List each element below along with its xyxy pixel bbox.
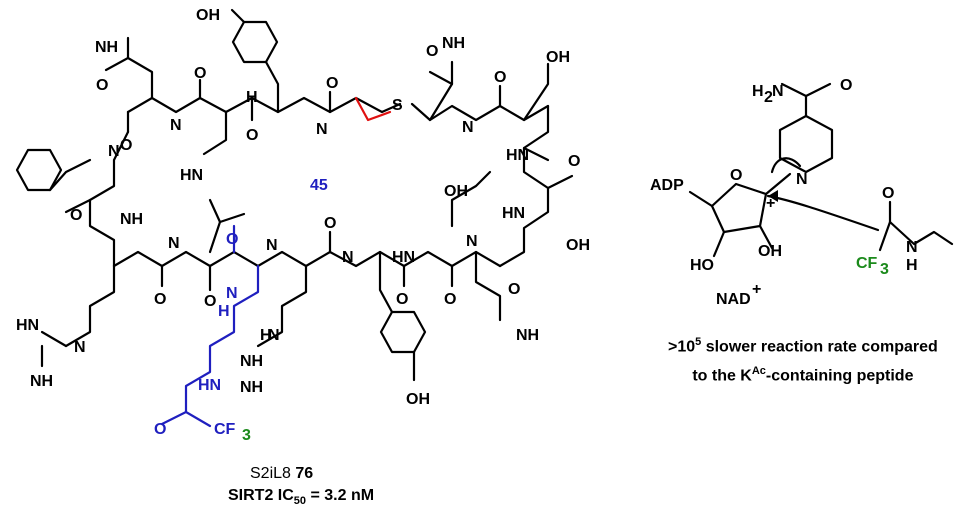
tfa-f3-subscript: 3 [242,427,251,444]
amide-n-label: N [462,119,474,136]
side-chains [15,8,550,382]
tyr-hydroxyl-label: OH [406,391,430,408]
amide-h-label: H [906,257,918,274]
ic50-subscript: 50 [293,495,307,508]
arg-label: NH [240,379,263,396]
nad-amide-n-label: N [772,83,784,100]
amide-hn-label: HN [506,147,529,164]
cys-amide-label: NH [442,35,465,52]
arg-label: NH [240,353,263,370]
carbonyl-label: O [204,293,216,310]
pyridinium-n-label: N [796,171,808,188]
nad-label-sup: + [752,281,761,298]
lys-nh-label: N [226,285,238,302]
carbonyl-label: O [246,127,258,144]
nad-scheme [688,82,954,258]
ic50-value: = 3.2 nM [306,487,375,504]
carbonyl-label: O [324,215,336,232]
ic50-caption: SIRT2 IC50 = 3.2 nM [228,487,374,507]
amide-cf-label: CF [856,255,878,272]
nad-amide-h-label: H [752,83,764,100]
amide-hn-label: HN [392,249,415,266]
amide-hn-label: HN [502,205,525,222]
carbonyl-label: O [568,153,580,170]
carbonyl-label: O [444,291,456,308]
compound-caption: S2iL8 76 [250,465,313,483]
compound-name: S2iL8 [250,465,291,482]
asn-amide-label: NH [95,39,118,56]
arg-left-label: N [74,339,86,356]
ser-hydroxyl-label: OH [444,183,468,200]
amide-n-label: N [342,249,354,266]
carbonyl-label: O [494,69,506,86]
nad-atom-labels: H 2 N O N + O ADP HO OH NAD + O CF 3 N H [650,77,918,308]
ser-hydroxyl-label: OH [566,237,590,254]
rate-note2-sup: Ac [751,365,766,378]
amide-nh-label: NH [120,211,143,228]
compound-number: 76 [295,465,314,482]
tfa-cf3-label: CF [214,421,236,438]
rate-note-line2: to the KAc-containing peptide [668,359,938,388]
nad-amide-o-label: O [840,77,852,94]
nad-amide-sub: 2 [764,89,773,106]
arg-label: N [268,327,280,344]
macrocycle-atom-labels: OH NH O O N O HN O H N O 45 S O NH N O O… [16,7,590,444]
nad-label: NAD [716,291,751,308]
rate-note-pre: >10 [668,338,696,356]
carbonyl-label: O [154,291,166,308]
amide-n-label: N [316,121,328,138]
amide-n-label: N [108,143,120,160]
ic50-label: SIRT2 IC [228,487,294,504]
arg-label: H [260,327,272,344]
ribose-oh-label: OH [758,243,782,260]
amide-n-label: N [170,117,182,134]
carbonyl-label: O [326,75,338,92]
amide-n-label: N [466,233,478,250]
carbonyl-label: O [96,77,108,94]
ser-hydroxyl-label: OH [546,49,570,66]
sulfur-label: S [392,97,403,114]
amide-f3-label: 3 [880,261,889,278]
rate-note2-pre: to the K [692,367,752,385]
carbonyl-label: O [120,137,132,154]
amide-h-label: H [246,89,258,106]
amide-n-label: N [266,237,278,254]
carbonyl-label: O [508,281,520,298]
arg-left-label: HN [16,317,39,334]
rate-note-line1: >105 slower reaction rate compared [668,330,938,359]
amide-o-label: O [882,185,894,202]
pyridinium-charge: + [766,195,775,212]
carbonyl-label: O [426,43,438,60]
ribose-ho-label: HO [690,257,714,274]
ribose-o-label: O [730,167,742,184]
lys-nh-label: H [218,303,230,320]
rate-note-sup: 5 [695,336,702,348]
carbonyl-label: O [194,65,206,82]
arg-left-label: NH [30,373,53,390]
amide-n-label: N [906,239,918,256]
rate-note: >105 slower reaction rate compared to th… [668,330,938,389]
rate-note2-post: -containing peptide [765,367,914,385]
asn-amide-label: NH [516,327,539,344]
adp-label: ADP [650,177,684,194]
lys-side-nh-label: HN [198,377,221,394]
tfa-carbonyl-label: O [154,421,166,438]
carbonyl-label: O [70,207,82,224]
rate-note-post: slower reaction rate compared [701,338,938,356]
ser-hydroxyl-label: HN [180,167,203,184]
trifluoroacetyl-lysine [160,224,260,428]
carbonyl-label: O [396,291,408,308]
lys-carbonyl-label: O [226,231,238,248]
compound-core-label: 45 [310,177,328,194]
tyr-hydroxyl-label: OH [196,7,220,24]
amide-n-label: N [168,235,180,252]
